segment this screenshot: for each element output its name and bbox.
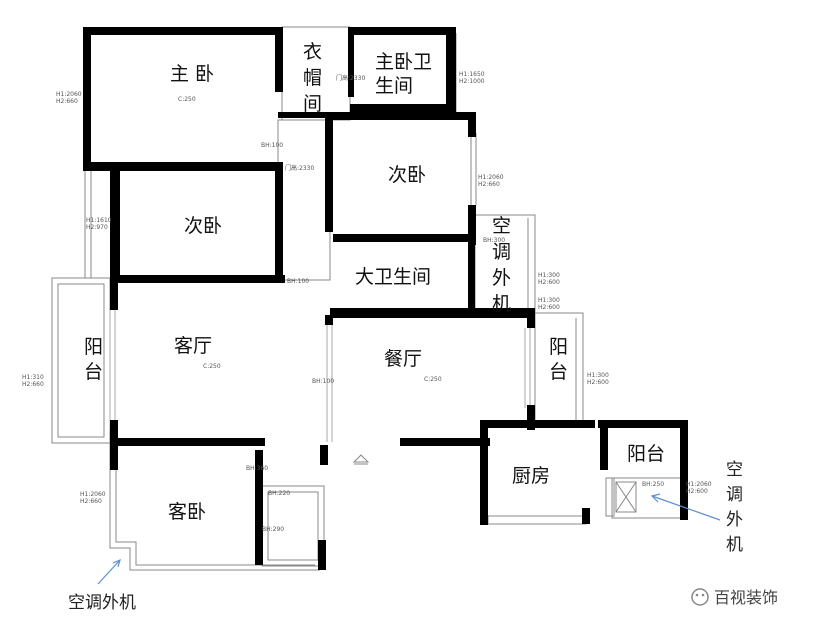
dim-bh-ac: BH:300 — [483, 237, 505, 244]
watermark: 百视装饰 — [691, 588, 778, 607]
ac-bottom-label: 空调外机 — [68, 593, 136, 613]
dim-dining-right-2: H2:600 — [538, 304, 560, 311]
ac-right-char-2: 调 — [726, 485, 743, 505]
dim-bh-2nd: BH:100 — [287, 278, 309, 285]
balcony-left-char-1: 阳 — [84, 336, 103, 358]
dim-right-mbath-1: H1:1650 — [459, 71, 485, 78]
dim-bh-master: BH:100 — [261, 142, 283, 149]
dim-bh-closet2: BH:290 — [262, 526, 284, 533]
room-master-bedroom: 主 卧 — [170, 63, 214, 85]
room-second-bedroom-right: 次卧 — [388, 164, 426, 186]
ac-right-char-1: 空 — [726, 460, 743, 480]
room-balcony-right: 阳 台 — [549, 336, 568, 383]
room-big-bathroom: 大卫生间 — [355, 266, 431, 288]
dim-left-2nd-2: H2:970 — [86, 224, 108, 231]
master-bath-line-1: 主卧卫 — [375, 51, 432, 73]
dim-balcony-left-2: H2:660 — [22, 381, 44, 388]
balcony-left-char-2: 台 — [84, 361, 103, 383]
room-kitchen: 厨房 — [512, 465, 550, 487]
ac-top-char-3: 外 — [492, 267, 511, 289]
room-ac-top: 空 调 外 机 — [492, 215, 511, 315]
dimension-notes: H1:2060 H2:660 门高:2330 H1:1650 H2:1000 B… — [22, 71, 712, 533]
dim-ceiling-living: C:250 — [203, 363, 221, 370]
dim-right-2nd-2: H2:660 — [478, 181, 500, 188]
room-balcony-kitchen: 阳台 — [627, 443, 665, 465]
ac-right-char-4: 机 — [726, 535, 743, 555]
watermark-logo-icon — [691, 588, 709, 606]
walls — [83, 27, 688, 570]
dim-kitchen-right-2: H2:600 — [686, 488, 708, 495]
ac-bottom-arrow — [97, 559, 121, 585]
dim-door-cloak: 门高:2330 — [336, 74, 365, 82]
dim-door-2nd: 门高:2330 — [285, 164, 314, 172]
room-dining: 餐厅 — [384, 348, 422, 370]
dim-balcony-left-1: H1:310 — [22, 374, 44, 381]
room-guest-bedroom: 客卧 — [168, 501, 206, 523]
dim-right-2nd-1: H1:2060 — [478, 174, 504, 181]
dim-ceiling-master: C:250 — [178, 96, 196, 103]
ac-right-char-3: 外 — [726, 510, 743, 530]
room-balcony-left: 阳 台 — [84, 336, 103, 383]
dim-ceiling-dining: C:250 — [424, 376, 442, 383]
ac-top-char-4: 机 — [492, 293, 511, 315]
cloakroom-char-3: 间 — [303, 93, 322, 115]
dim-balcony-right-2: H2:600 — [587, 379, 609, 386]
balcony-right-char-1: 阳 — [549, 336, 568, 358]
room-master-bath: 主卧卫 生间 — [375, 51, 432, 97]
cloakroom-char-1: 衣 — [303, 41, 322, 63]
dim-right-mbath-2: H2:1000 — [459, 78, 485, 85]
balcony-right-char-2: 台 — [549, 361, 568, 383]
dim-bath-right-2: H2:600 — [538, 279, 560, 286]
ac-right-arrowhead — [650, 493, 661, 503]
dim-dining-right-1: H1:300 — [538, 297, 560, 304]
ac-right-arrow — [651, 495, 721, 521]
dim-kitchen-right-1: H1:2060 — [686, 481, 712, 488]
cloakroom-char-2: 帽 — [303, 67, 322, 89]
dim-bh-guest: BH:360 — [246, 465, 268, 472]
dim-bh-kitchen: BH:250 — [642, 481, 664, 488]
room-second-bedroom-left: 次卧 — [184, 215, 222, 237]
room-cloakroom: 衣 帽 间 — [303, 41, 322, 115]
watermark-text: 百视装饰 — [714, 588, 778, 607]
dim-guest-left-1: H1:2060 — [80, 491, 106, 498]
dim-left-master-1: H1:2060 — [56, 91, 82, 98]
master-bath-line-2: 生间 — [375, 75, 413, 97]
entrance-mark — [352, 454, 370, 465]
dim-balcony-right-1: H1:300 — [587, 372, 609, 379]
dim-left-2nd-1: H1:1610 — [86, 217, 112, 224]
dim-bh-living: BH:100 — [312, 378, 334, 385]
dim-bh-closet: BH:220 — [268, 490, 290, 497]
ac-top-char-1: 空 — [492, 215, 511, 237]
ac-right-annotation: 空 调 外 机 — [650, 460, 743, 555]
room-living: 客厅 — [174, 335, 212, 357]
dim-guest-left-2: H2:660 — [80, 498, 102, 505]
dim-bath-right-1: H1:300 — [538, 272, 560, 279]
dim-left-master-2: H2:660 — [56, 98, 78, 105]
ac-bottom-arrowhead — [112, 558, 121, 568]
ac-bottom-annotation: 空调外机 — [68, 558, 136, 613]
ac-top-char-2: 调 — [492, 241, 511, 263]
